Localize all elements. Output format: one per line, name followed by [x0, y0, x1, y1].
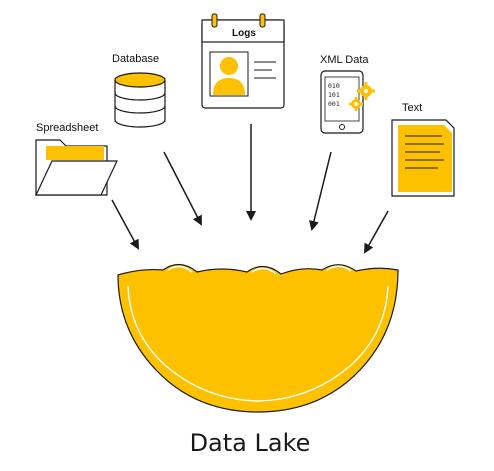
gear-icon — [357, 82, 375, 100]
flow-arrows — [111, 124, 389, 254]
spreadsheet-label: Spreadsheet — [36, 122, 98, 134]
arrow-spreadsheet — [111, 199, 139, 250]
id-card-icon — [201, 13, 285, 109]
binary-line-2: 101 — [328, 91, 340, 99]
source-logs: Logs — [201, 13, 285, 109]
text-label: Text — [402, 102, 422, 114]
source-spreadsheet: Spreadsheet — [35, 122, 118, 196]
arrow-xml — [309, 151, 332, 231]
database-label: Database — [112, 53, 159, 65]
data-lake-label: Data Lake — [190, 429, 311, 457]
logs-label: Logs — [232, 28, 256, 39]
tablet-gears-icon: 010 101 001 — [320, 70, 375, 134]
source-xml: XML Data 010 101 001 — [320, 54, 375, 134]
folder-icon — [35, 139, 118, 196]
arrow-text — [364, 210, 389, 254]
document-icon — [391, 119, 455, 197]
gear-icon — [349, 97, 363, 111]
xml-label: XML Data — [320, 54, 369, 66]
binary-line-3: 001 — [328, 100, 340, 108]
binary-line-1: 010 — [328, 82, 340, 90]
arrow-database — [163, 151, 202, 226]
source-text: Text — [391, 102, 455, 197]
database-icon — [114, 72, 166, 128]
source-database: Database — [112, 53, 166, 128]
water-bowl-icon — [117, 263, 399, 413]
